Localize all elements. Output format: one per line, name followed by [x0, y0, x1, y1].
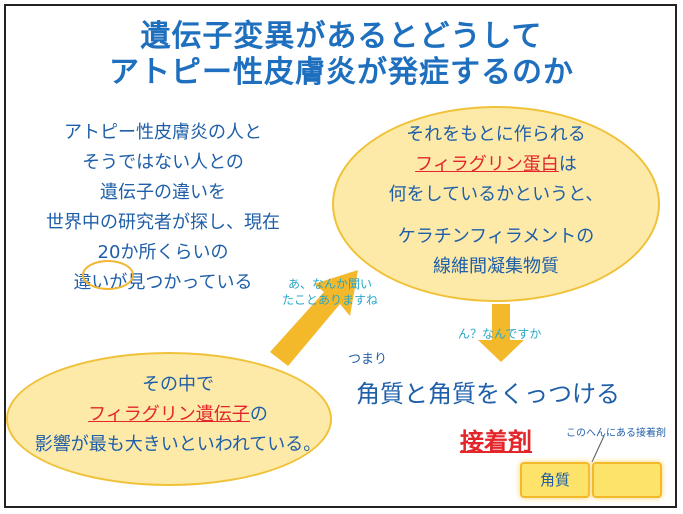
pointer-line [591, 435, 605, 463]
keratin-box: 角質 [520, 462, 590, 498]
highlight-circle [82, 260, 134, 290]
top-bubble-line-5: 線維間凝集物質 [433, 256, 559, 277]
down-arrow-icon [478, 304, 524, 362]
left-line-3: 遺伝子の違いを [100, 182, 226, 203]
top-bubble-text: それをもとに作られる フィラグリン蛋白は 何をしているかというと、 ケラチンフィ… [340, 120, 652, 282]
aside-note-heard-line-1: あ、なんか聞い [288, 277, 373, 291]
diagonal-arrow-icon [270, 270, 358, 366]
filaggrin-gene-label: フィラグリン遺伝子 [88, 404, 250, 425]
aside-note-heard-line-2: たことありますね [282, 293, 379, 307]
bottom-bubble-line-3: 影響が最も大きいといわれている。 [34, 434, 322, 455]
therefore-label: つまり [348, 352, 388, 367]
bottom-bubble-line-2-suffix: の [249, 404, 268, 425]
top-bubble-line-3: 何をしているかというと、 [388, 184, 604, 205]
slide-title-line-1: 遺伝子変異があるとどうして [140, 19, 543, 54]
left-line-2: そうではない人との [82, 152, 244, 173]
top-bubble [332, 106, 660, 302]
left-explanation: アトピー性皮膚炎の人と そうではない人との 遺伝子の違いを 世界中の研究者が探し… [18, 118, 308, 298]
bottom-bubble-text: その中で フィラグリン遺伝子の 影響が最も大きいといわれている。 [8, 370, 348, 460]
filaggrin-protein-label: フィラグリン蛋白 [415, 154, 559, 175]
aside-note-what: ん？なんですか [458, 327, 542, 341]
top-bubble-line-1: それをもとに作られる [406, 124, 586, 145]
slide-frame [4, 4, 677, 508]
bottom-bubble-line-2: フィラグリン遺伝子の [8, 400, 348, 430]
bottom-bubble [6, 352, 332, 486]
top-bubble-line-2-suffix: は [558, 154, 577, 175]
here-adhesive-note: このへんにある接着剤 [566, 428, 666, 439]
slide-title-line-2: アトピー性皮膚炎が発症するのか [109, 55, 574, 90]
keratin-box-2 [592, 462, 662, 498]
left-line-5: 20か所くらいの [97, 242, 229, 263]
top-bubble-line-4: ケラチンフィラメントの [397, 226, 595, 247]
top-bubble-line-2: フィラグリン蛋白は [340, 150, 652, 180]
bottom-bubble-line-1: その中で [142, 374, 214, 395]
left-line-4: 世界中の研究者が探し、現在 [46, 212, 280, 233]
left-line-1: アトピー性皮膚炎の人と [64, 122, 262, 143]
conclusion-main: 角質と角質をくっつける [356, 380, 620, 408]
aside-note-heard: あ、なんか聞い たことありますね [282, 276, 378, 308]
adhesive-label: 接着剤 [460, 428, 532, 456]
